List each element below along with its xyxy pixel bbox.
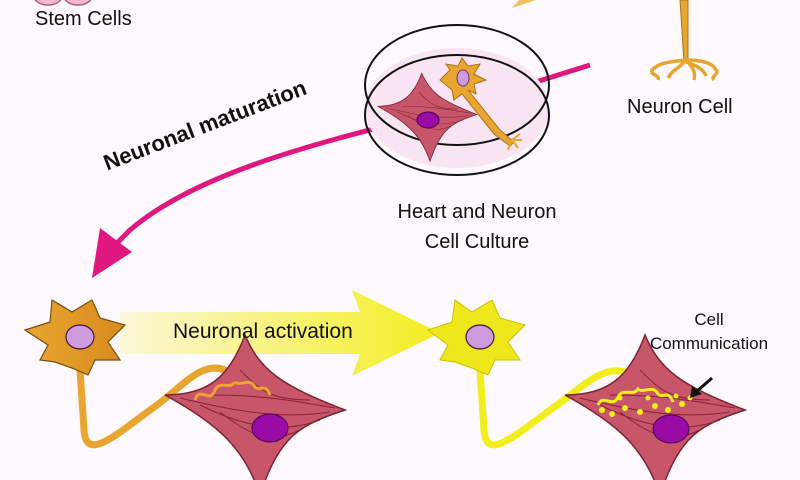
communication-label: Cell Communication (635, 308, 783, 356)
neuron-nucleus-right (465, 324, 495, 350)
culture-label-line1: Heart and Neuron (397, 201, 557, 223)
communication-signals (596, 386, 693, 417)
stem-cells-icon (34, 0, 92, 6)
stem-cells-label: Stem Cells (35, 8, 132, 30)
heart-nucleus-right (652, 414, 690, 444)
neuron-cell-icon (650, 0, 719, 82)
heart-cell-left (164, 334, 346, 480)
differentiation-arrow-tip (512, 0, 536, 8)
communication-label-line1: Cell (694, 310, 724, 329)
pointer-arrow-icon (690, 376, 713, 398)
communication-label-line2: Communication (649, 334, 769, 353)
synapse-left (193, 380, 272, 401)
activation-arrow (120, 290, 440, 376)
activation-label: Neuronal activation (173, 320, 353, 343)
neuron-nucleus-left (65, 324, 95, 350)
culture-label-line2: Cell Culture (424, 231, 530, 253)
petri-dish-icon (364, 24, 550, 176)
heart-nucleus-left (251, 413, 289, 443)
culture-label: Heart and Neuron Cell Culture (377, 197, 577, 257)
neuron-cell-label: Neuron Cell (627, 96, 733, 118)
